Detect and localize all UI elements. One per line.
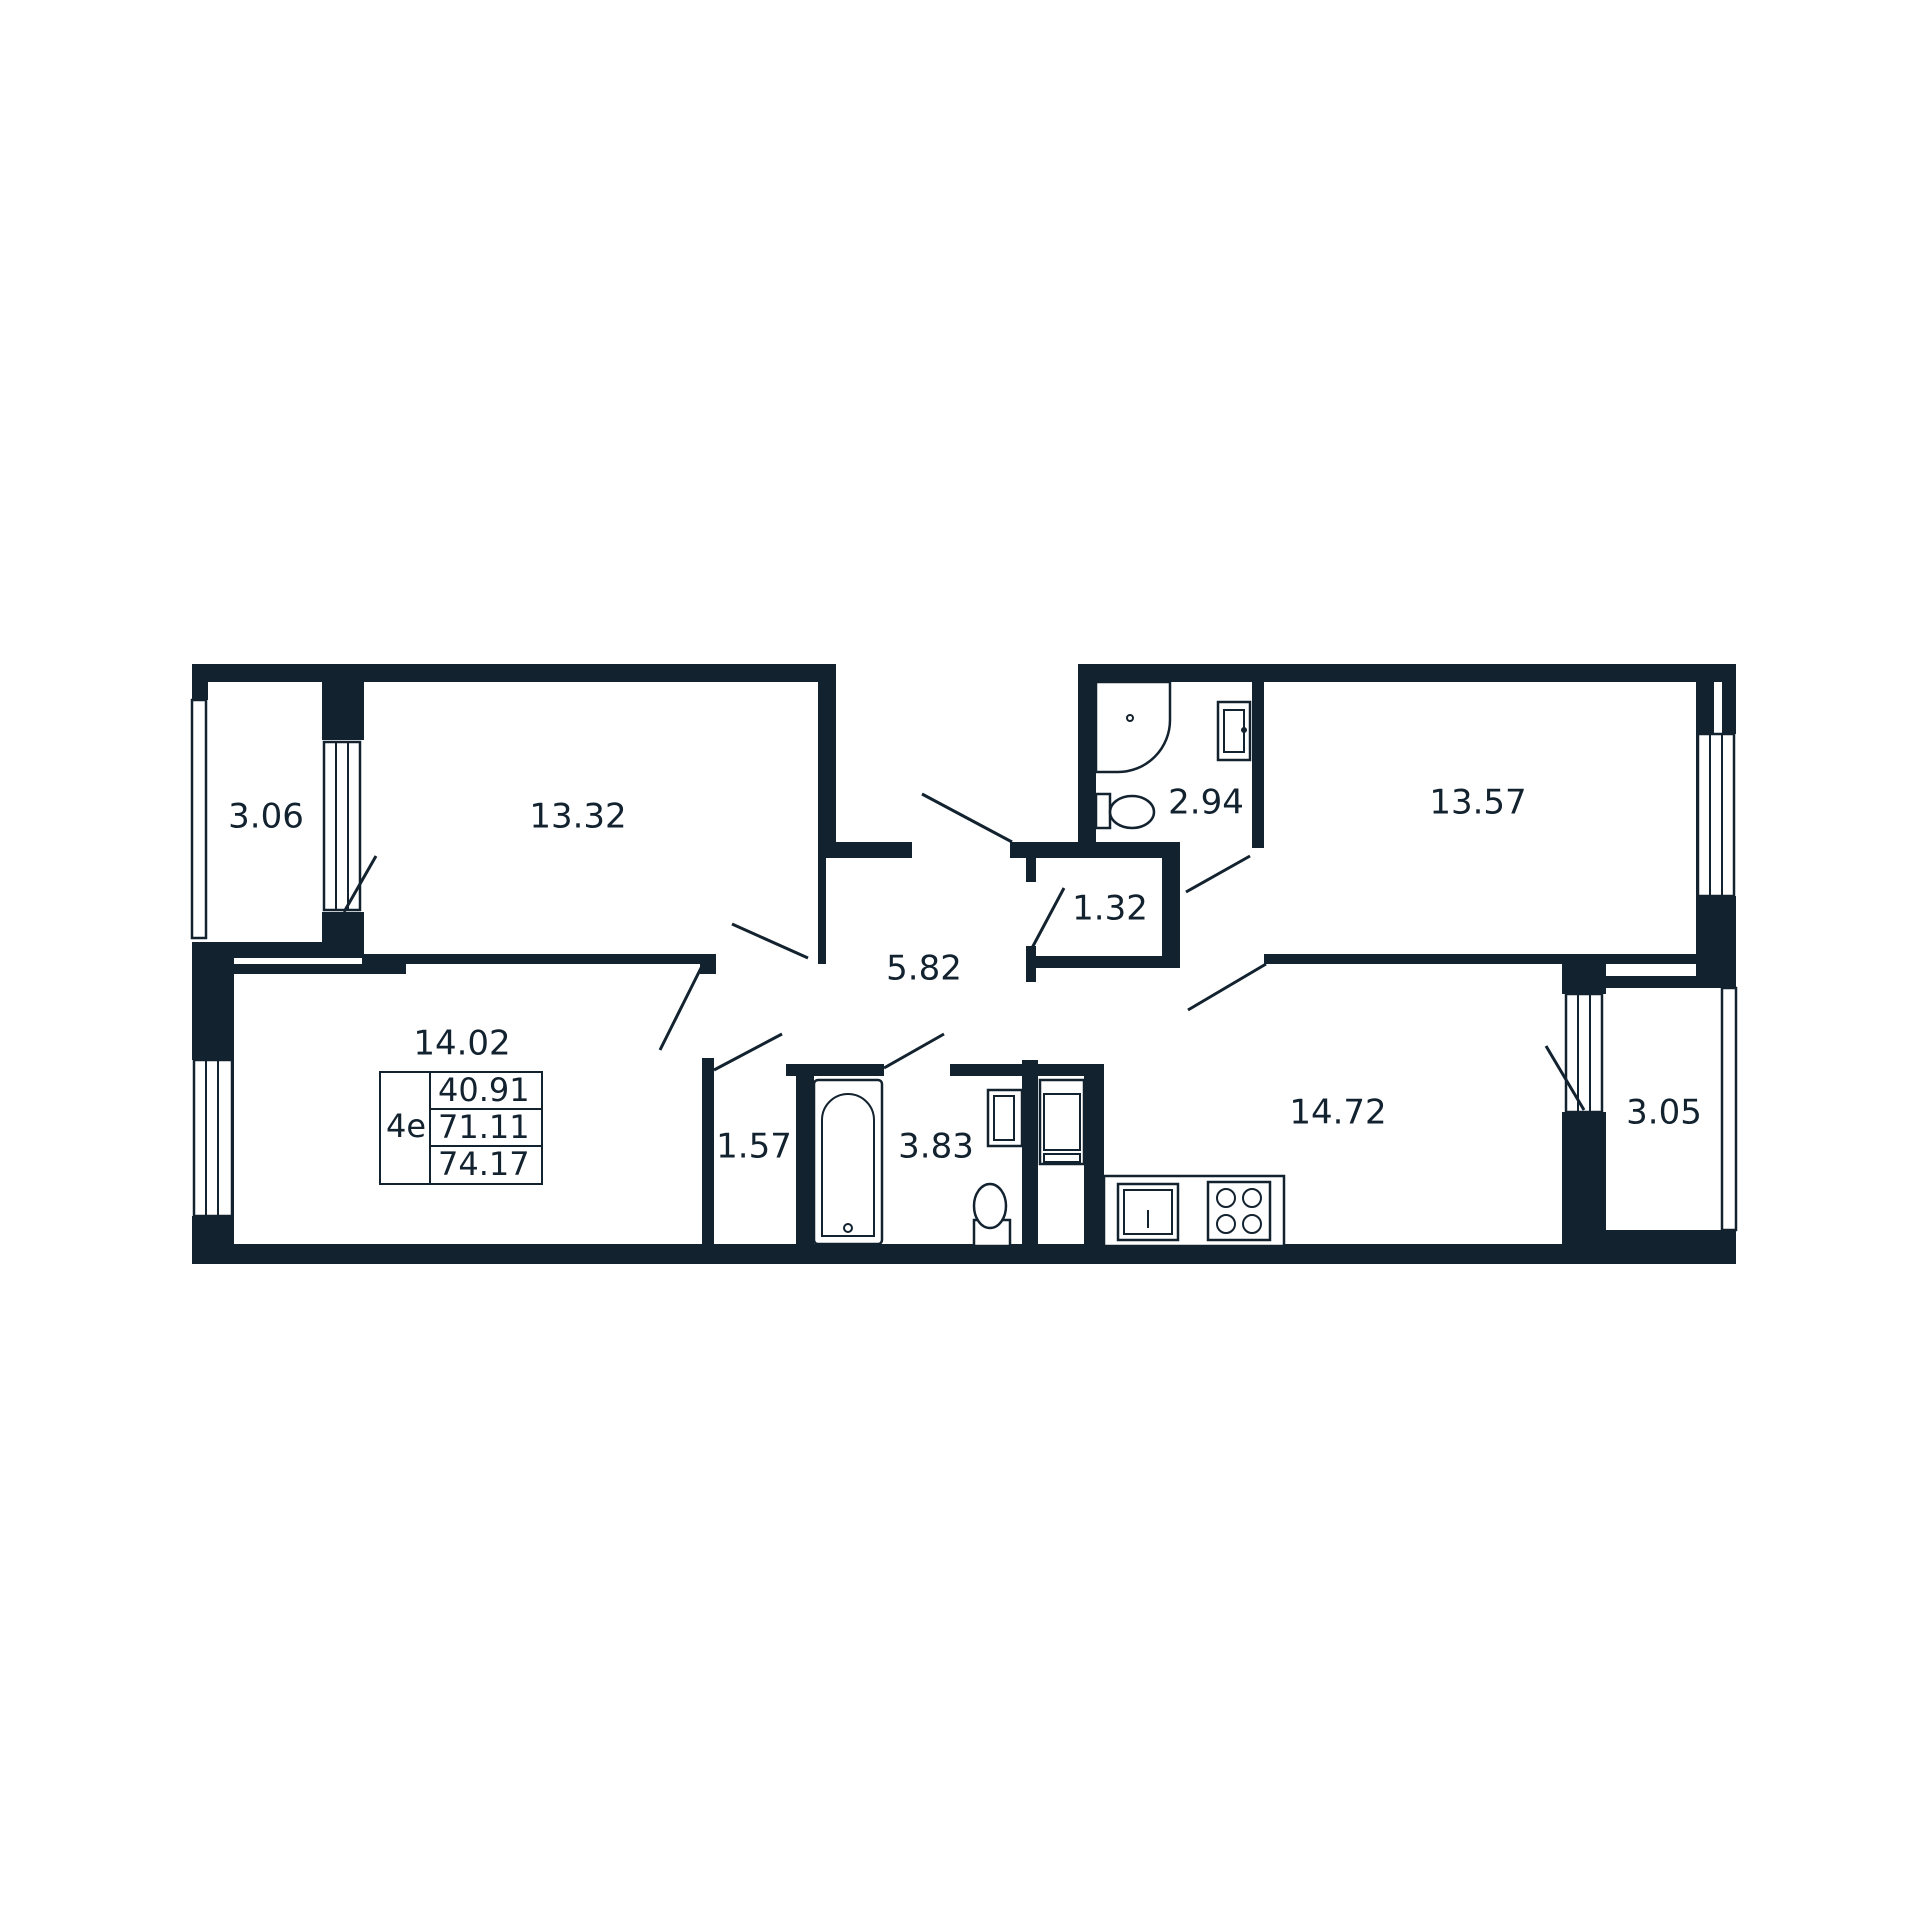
door-wc: [1185, 854, 1251, 894]
door-closet: [1030, 887, 1066, 949]
wall-wc-bottom: [1010, 842, 1180, 858]
wall-bed1-right-b: [818, 856, 826, 964]
label-bedroom-top-right: 13.57: [1429, 783, 1526, 823]
label-kitchen: 14.72: [1289, 1093, 1386, 1133]
window-living-left: [192, 1058, 234, 1218]
window-balcony-left-outer: [190, 698, 208, 940]
label-closet: 1.32: [1072, 889, 1148, 929]
wall-closet-right: [1162, 842, 1180, 964]
wall-closet-left-a: [1026, 842, 1036, 882]
wall-bed1-stub: [818, 842, 912, 858]
window-balcony-right-inner: [1564, 992, 1604, 1114]
wall-bath-left: [796, 1064, 814, 1254]
wall-balcony-right-a: [1562, 958, 1606, 994]
wall-closet-bottom: [1030, 956, 1180, 968]
door-bed1: [731, 922, 809, 960]
label-bathroom: 3.83: [898, 1127, 974, 1167]
wall-right-top: [1722, 664, 1736, 734]
wall-balcony-right-c: [1604, 976, 1736, 988]
stove-icon: [1206, 1180, 1272, 1242]
wall-bath-right: [1022, 1060, 1038, 1254]
wall-closet-left-b: [1026, 946, 1036, 982]
door-storage: [713, 1032, 783, 1072]
wall-left-top: [192, 664, 208, 700]
wall-top-left: [192, 664, 836, 682]
wall-bath-top-b: [950, 1064, 1042, 1076]
wall-bed1-right: [818, 664, 836, 842]
living-area-value: 40.91: [438, 1071, 530, 1109]
wall-wc-right: [1252, 682, 1264, 848]
area-summary-table: 4e 40.91 71.11 74.17: [379, 1071, 543, 1185]
wall-vent-top: [1034, 1064, 1104, 1076]
total-area-value: 71.11: [438, 1108, 530, 1146]
wall-bottom: [192, 1244, 1736, 1264]
window-balcony-right-outer: [1720, 986, 1738, 1232]
wall-balcony-left-b: [322, 912, 364, 958]
wall-living-door: [700, 958, 716, 974]
apartment-type-code: 4e: [386, 1107, 426, 1145]
wall-storage-top: [702, 1058, 712, 1072]
wall-bed2-bottom: [1264, 954, 1714, 964]
door-hall-entry: [921, 792, 1013, 844]
bathtub-icon: [812, 1078, 884, 1246]
wall-vent-right: [1084, 1064, 1104, 1254]
wall-balcony-left-c: [192, 942, 322, 958]
wall-wc-left: [1078, 664, 1096, 850]
door-living: [658, 965, 704, 1051]
wall-balcony-left: [322, 680, 364, 740]
wall-bath-top: [786, 1064, 884, 1076]
wall-bed1-bottom: [362, 954, 716, 964]
wall-balcony-right-d: [1604, 1230, 1736, 1264]
label-wc: 2.94: [1168, 783, 1244, 823]
label-storage: 1.57: [716, 1127, 792, 1167]
doors: [342, 792, 1586, 1111]
label-living-left: 14.02: [413, 1024, 510, 1064]
wall-living-top: [234, 964, 406, 974]
wall-storage-left: [702, 1058, 714, 1254]
walls: [192, 664, 1736, 1264]
door-bath: [883, 1032, 945, 1070]
shower-icon: [1094, 680, 1172, 774]
door-balcony-left: [342, 855, 378, 913]
label-hall: 5.82: [886, 949, 962, 989]
fixtures: [812, 680, 1286, 1248]
toilet-icon-wc: [1094, 792, 1112, 830]
window-balcony-left-inner: [322, 740, 362, 912]
door-balcony-right: [1544, 1045, 1586, 1111]
windows: [190, 698, 1738, 1232]
window-bed2-right: [1696, 732, 1736, 898]
wall-top-right: [1078, 664, 1736, 682]
label-bedroom-top-left: 13.32: [529, 797, 626, 837]
label-balcony-left: 3.06: [228, 797, 304, 837]
room-labels: 3.06 13.32 14.02 5.82 1.32 2.94 13.57 1.…: [228, 783, 1702, 1167]
washer-icon: [1038, 1078, 1086, 1166]
total-with-balconies-value: 74.17: [438, 1145, 530, 1183]
wall-balcony-right-b: [1562, 1112, 1606, 1264]
door-kitchen: [1187, 962, 1267, 1012]
label-balcony-right: 3.05: [1626, 1093, 1702, 1133]
